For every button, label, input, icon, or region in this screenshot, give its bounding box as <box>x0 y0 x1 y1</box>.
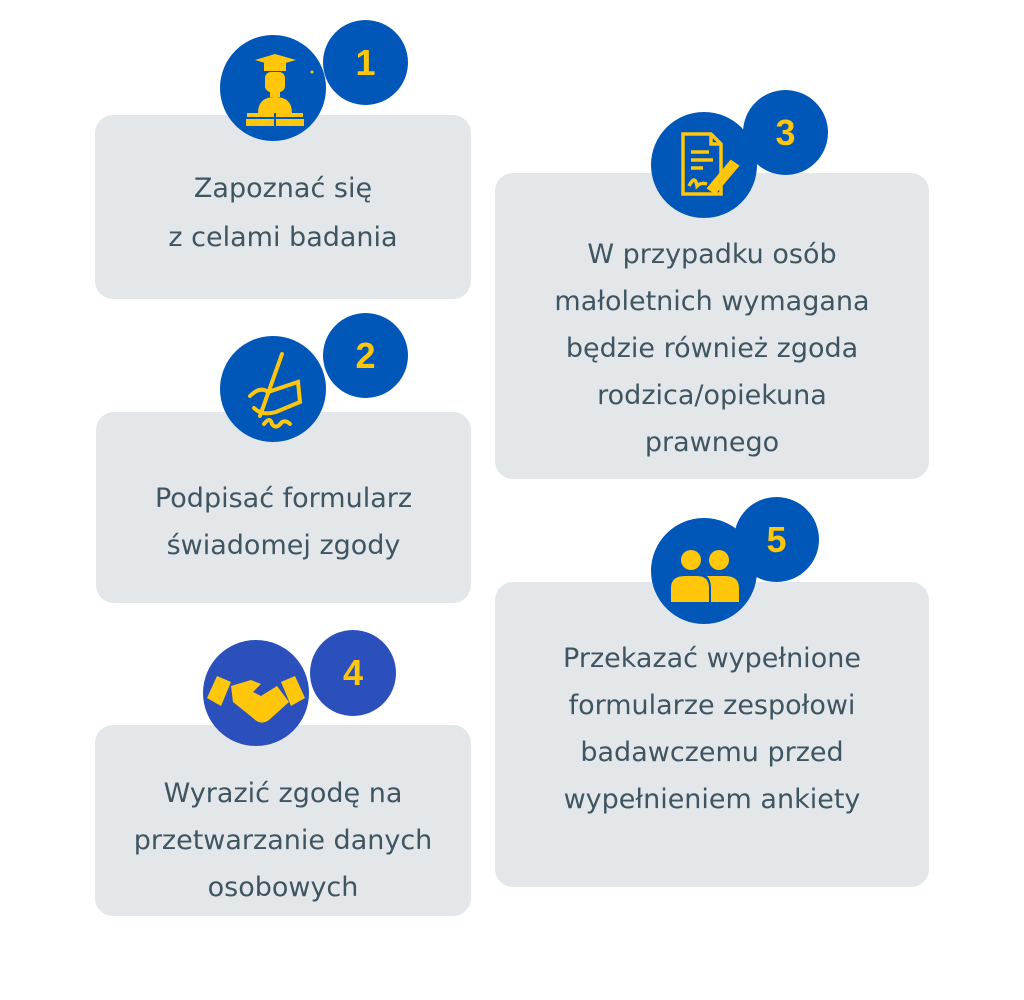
text-line: przetwarzanie danych <box>133 825 433 856</box>
step-1-badge: 1 <box>323 20 408 105</box>
text-line: Podpisać formularz <box>154 483 413 514</box>
step-3-text: W przypadku osób małoletnich wymagana bę… <box>495 231 929 466</box>
step-2-circle <box>220 336 326 442</box>
text-line: badawczemu przed <box>580 737 844 768</box>
step-number: 3 <box>775 111 796 153</box>
step-1-text: Zapoznać się z celami badania <box>95 164 471 262</box>
text-line: Przekazać wypełnione <box>563 643 861 674</box>
step-5-card: Przekazać wypełnione formularze zespołow… <box>495 582 929 887</box>
step-2-badge: 2 <box>323 313 408 398</box>
handshake-icon <box>207 676 305 723</box>
text-line: prawnego <box>644 427 780 458</box>
people-group-icon <box>671 550 739 602</box>
text-line: wypełnieniem ankiety <box>563 784 861 815</box>
step-3-badge: 3 <box>743 90 828 175</box>
step-5-circle <box>651 518 757 624</box>
step-3-card: W przypadku osób małoletnich wymagana bę… <box>495 173 929 479</box>
text-line: rodzica/opiekuna <box>597 380 827 411</box>
step-number: 4 <box>342 652 364 693</box>
text-line: będzie również zgoda <box>565 333 859 364</box>
text-line: osobowych <box>207 872 359 903</box>
step-4-badge: 4 <box>310 630 396 716</box>
step-2-text: Podpisać formularz świadomej zgody <box>96 475 471 569</box>
step-number: 5 <box>766 518 787 560</box>
step-number: 2 <box>355 334 376 376</box>
text-line: W przypadku osób <box>587 239 837 270</box>
step-1-circle <box>220 35 326 141</box>
hand-signing-icon <box>248 352 303 429</box>
text-line: z celami badania <box>168 222 398 253</box>
text-line: formularze zespołowi <box>568 690 856 721</box>
graduate-reading-book-icon <box>246 54 314 126</box>
step-4-circle <box>203 640 309 746</box>
step-5-text: Przekazać wypełnione formularze zespołow… <box>495 635 929 823</box>
text-line: Zapoznać się <box>193 173 373 204</box>
step-1-card: Zapoznać się z celami badania <box>95 115 471 299</box>
step-number: 1 <box>355 41 376 83</box>
step-3-circle <box>651 112 757 218</box>
signed-document-icon <box>681 132 740 196</box>
text-line: świadomej zgody <box>166 530 401 561</box>
step-4-text: Wyrazić zgodę na przetwarzanie danych os… <box>95 770 471 911</box>
step-2-card: Podpisać formularz świadomej zgody <box>96 412 471 603</box>
step-4-card: Wyrazić zgodę na przetwarzanie danych os… <box>95 725 471 916</box>
text-line: małoletnich wymagana <box>554 286 870 317</box>
text-line: Wyrazić zgodę na <box>163 778 403 809</box>
